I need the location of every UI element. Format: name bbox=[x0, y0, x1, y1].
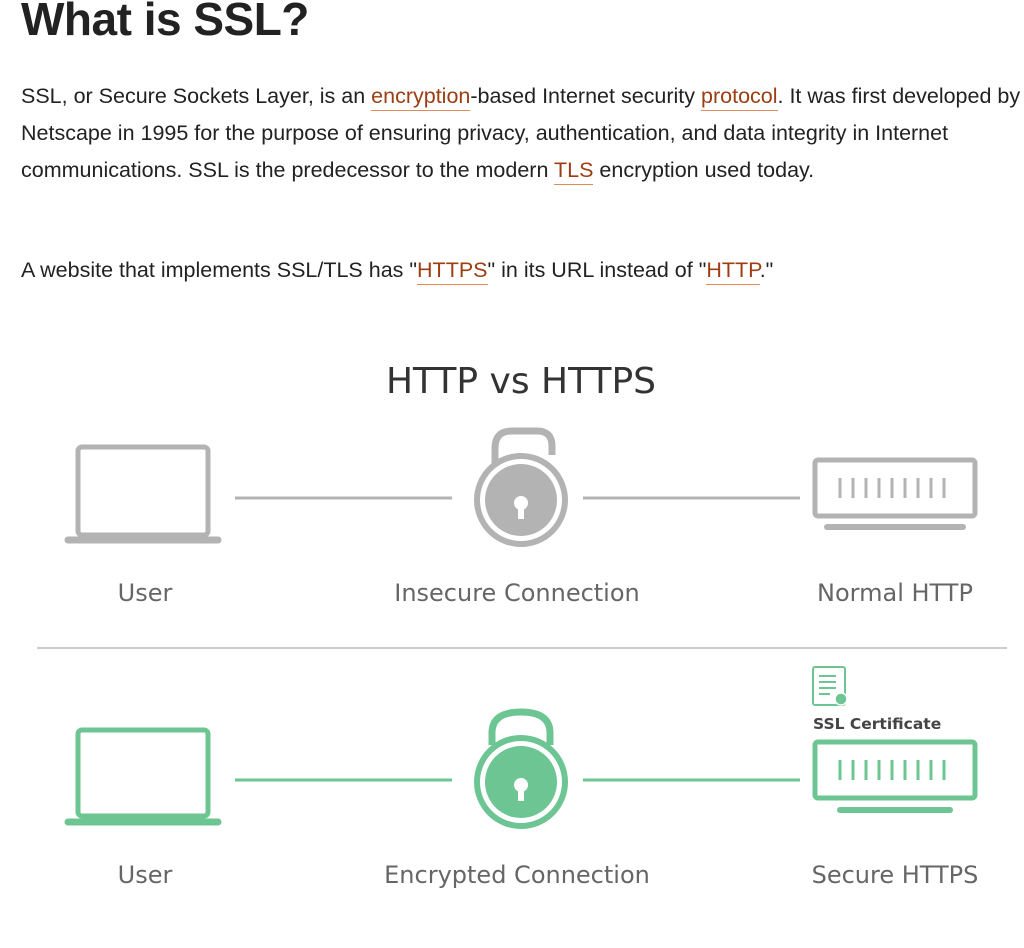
intro-paragraph: SSL, or Secure Sockets Layer, is an encr… bbox=[21, 78, 1021, 189]
secure-server-icon bbox=[812, 739, 978, 813]
http-vs-https-diagram: HTTP vs HTTPS User Insecure Connection N… bbox=[37, 361, 1007, 889]
link-https[interactable]: HTTPS bbox=[417, 258, 488, 285]
normal-http-label: Normal HTTP bbox=[817, 579, 973, 607]
ssl-certificate-label: SSL Certificate bbox=[813, 715, 941, 733]
user-label: User bbox=[118, 579, 173, 607]
insecure-connection-label: Insecure Connection bbox=[394, 579, 640, 607]
laptop-icon bbox=[64, 444, 222, 544]
link-tls[interactable]: TLS bbox=[554, 158, 594, 185]
link-encryption[interactable]: encryption bbox=[371, 84, 471, 111]
server-icon bbox=[812, 457, 978, 530]
diagram-title: HTTP vs HTTPS bbox=[386, 361, 656, 402]
link-http[interactable]: HTTP bbox=[706, 258, 760, 285]
link-protocol[interactable]: protocol bbox=[701, 84, 778, 111]
user-label: User bbox=[118, 861, 173, 889]
secure-https-label: Secure HTTPS bbox=[812, 861, 979, 889]
encrypted-connection-label: Encrypted Connection bbox=[384, 861, 650, 889]
laptop-icon bbox=[64, 727, 222, 826]
page-title: What is SSL? bbox=[21, 0, 309, 45]
locked-padlock-icon bbox=[474, 708, 568, 829]
unlocked-padlock-icon bbox=[474, 427, 568, 547]
https-paragraph: A website that implements SSL/TLS has "H… bbox=[21, 252, 1021, 289]
certificate-icon bbox=[812, 666, 848, 706]
